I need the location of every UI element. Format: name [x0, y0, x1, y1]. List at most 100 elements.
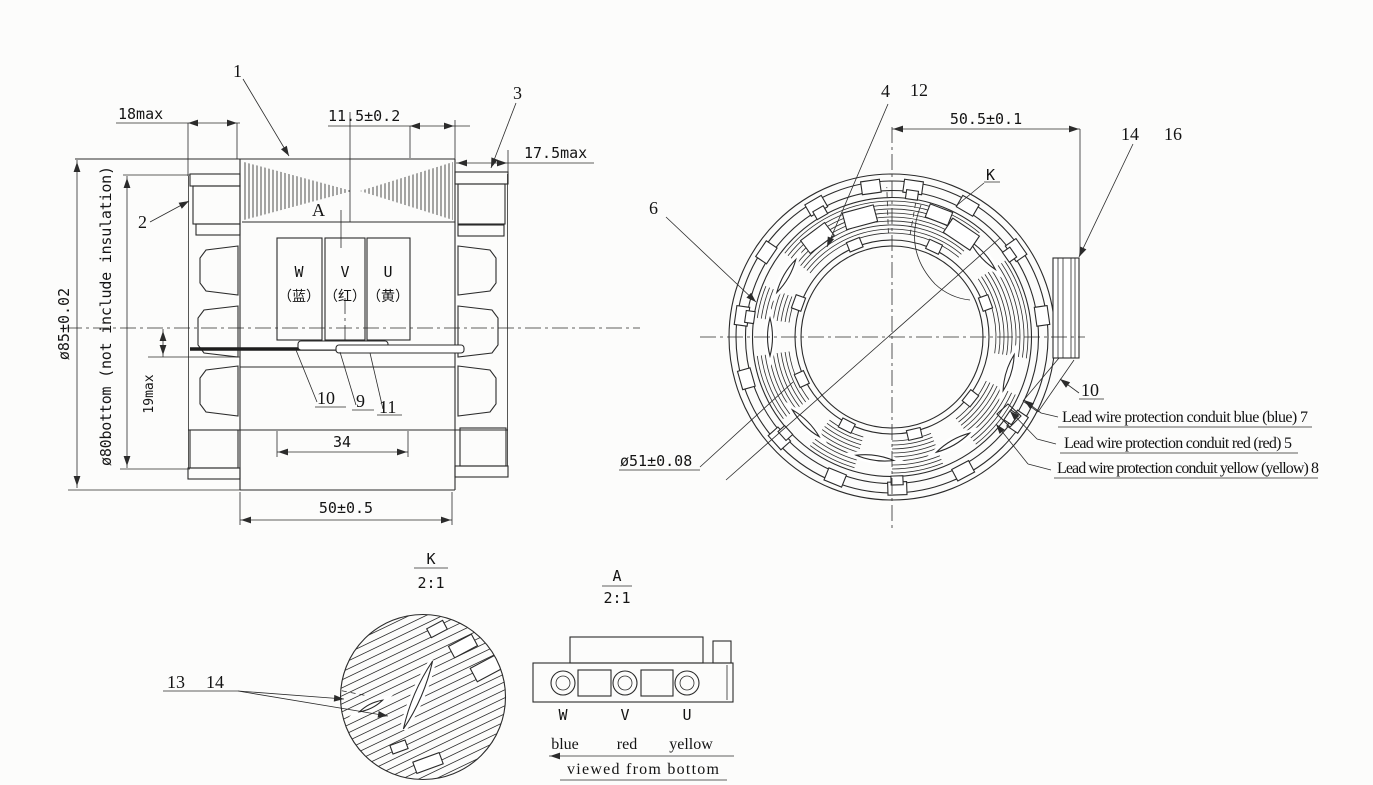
line-art — [340, 614, 506, 690]
annotation-arrows — [73, 78, 1134, 760]
tooth-tab — [845, 236, 864, 253]
dim-18max: 18max — [118, 105, 163, 123]
line-art — [784, 200, 980, 254]
outer-step — [904, 188, 920, 201]
outer-tab — [950, 459, 976, 482]
line-art — [826, 103, 889, 248]
callout-14-k: 14 — [206, 672, 224, 692]
terminal-hole-u — [674, 670, 700, 696]
left-coil-1 — [199, 245, 239, 296]
arrowhead — [1060, 379, 1071, 388]
line-art — [963, 385, 998, 429]
line-art — [991, 269, 1013, 356]
conduit-stub — [996, 403, 1022, 428]
arrowhead — [159, 331, 167, 341]
line-art — [809, 445, 855, 469]
right-top-cap — [454, 171, 509, 185]
arrowhead — [491, 157, 498, 168]
detail-a-caption: viewed from bottom — [567, 761, 720, 778]
arrowhead — [457, 159, 467, 167]
detail-a-term-u: U — [682, 706, 691, 724]
left-bottom-cap — [187, 467, 241, 480]
line-art — [490, 102, 517, 169]
phase-w-color: （蓝） — [278, 289, 320, 305]
left-coil-2 — [197, 305, 239, 358]
detail-k-leader — [955, 182, 985, 207]
arrowhead — [159, 345, 167, 355]
tooth-tab — [961, 388, 980, 408]
detail-k-lines — [163, 567, 448, 692]
tooth-tab — [837, 417, 857, 435]
outer-tab — [1006, 409, 1030, 434]
line-art — [760, 355, 787, 417]
line-art — [776, 293, 785, 321]
detail-k-geometry — [339, 613, 507, 781]
terminal-hole-u-inner — [679, 675, 695, 691]
arrowhead — [188, 119, 198, 127]
arrowhead — [996, 424, 1005, 434]
phase-u-color: （黄） — [367, 288, 409, 305]
line-art — [806, 228, 962, 271]
detail-k-boundary-arc — [914, 204, 971, 301]
detail-k-marker: K — [986, 166, 995, 184]
arrowhead — [333, 694, 344, 702]
line-art — [242, 78, 290, 157]
arrowhead — [410, 122, 420, 130]
detail-k-tab — [447, 633, 479, 659]
circular-view-lines — [619, 127, 1318, 530]
tooth-tab — [977, 293, 994, 313]
callout-14: 14 — [1121, 124, 1139, 144]
callout-3: 3 — [513, 83, 522, 103]
section-marker-a: A — [312, 200, 325, 220]
tooth-tab — [905, 426, 923, 442]
terminal-hole-w — [550, 670, 576, 696]
line-art — [891, 444, 936, 454]
line-art — [340, 614, 506, 650]
callout-1: 1 — [233, 61, 242, 81]
line-art — [891, 459, 942, 470]
line-art — [970, 390, 1009, 439]
arrowhead — [73, 476, 81, 486]
arrowhead — [281, 145, 289, 156]
slot-wedge — [968, 239, 997, 272]
line-art — [776, 353, 800, 408]
callout-12: 12 — [910, 80, 928, 100]
phase-u: U — [383, 263, 392, 281]
connector-slot-2 — [640, 669, 674, 697]
dim-11-5: 11.5±0.2 — [328, 107, 400, 125]
dim-34: 34 — [333, 433, 351, 451]
line-art — [958, 382, 991, 423]
detail-a-term-w: W — [558, 706, 568, 724]
frame-window — [924, 203, 954, 227]
outer-tab — [823, 467, 848, 488]
frame-window — [841, 204, 879, 231]
arrowhead — [1079, 246, 1087, 257]
line-art — [1027, 463, 1052, 471]
line-art — [965, 387, 1002, 432]
slot-wedge — [790, 408, 821, 439]
arrowhead — [397, 448, 407, 456]
detail-a-scale: 2:1 — [603, 589, 630, 607]
callout-leader-lines — [295, 349, 402, 416]
line-art — [821, 429, 861, 449]
tooth-tab — [790, 293, 807, 313]
line-art — [665, 216, 757, 303]
detail-a-title: A — [612, 567, 621, 585]
line-art — [340, 688, 369, 697]
connector-body — [532, 662, 734, 703]
outer-step — [777, 424, 794, 442]
line-art — [1036, 438, 1057, 445]
line-art — [784, 296, 793, 323]
detail-k-small-wedge — [357, 699, 385, 713]
arrowhead — [1024, 400, 1034, 409]
detail-k-tab — [389, 739, 409, 755]
line-art — [1001, 262, 1025, 358]
outer-step — [743, 309, 756, 325]
slot-wedge — [934, 432, 972, 454]
tooth-tab — [793, 369, 811, 389]
bore-dia-leader — [699, 381, 794, 468]
circ-dim-lines — [892, 128, 1081, 256]
right-coil-2 — [457, 305, 499, 358]
arrowhead — [441, 516, 451, 524]
line-art — [780, 294, 789, 322]
